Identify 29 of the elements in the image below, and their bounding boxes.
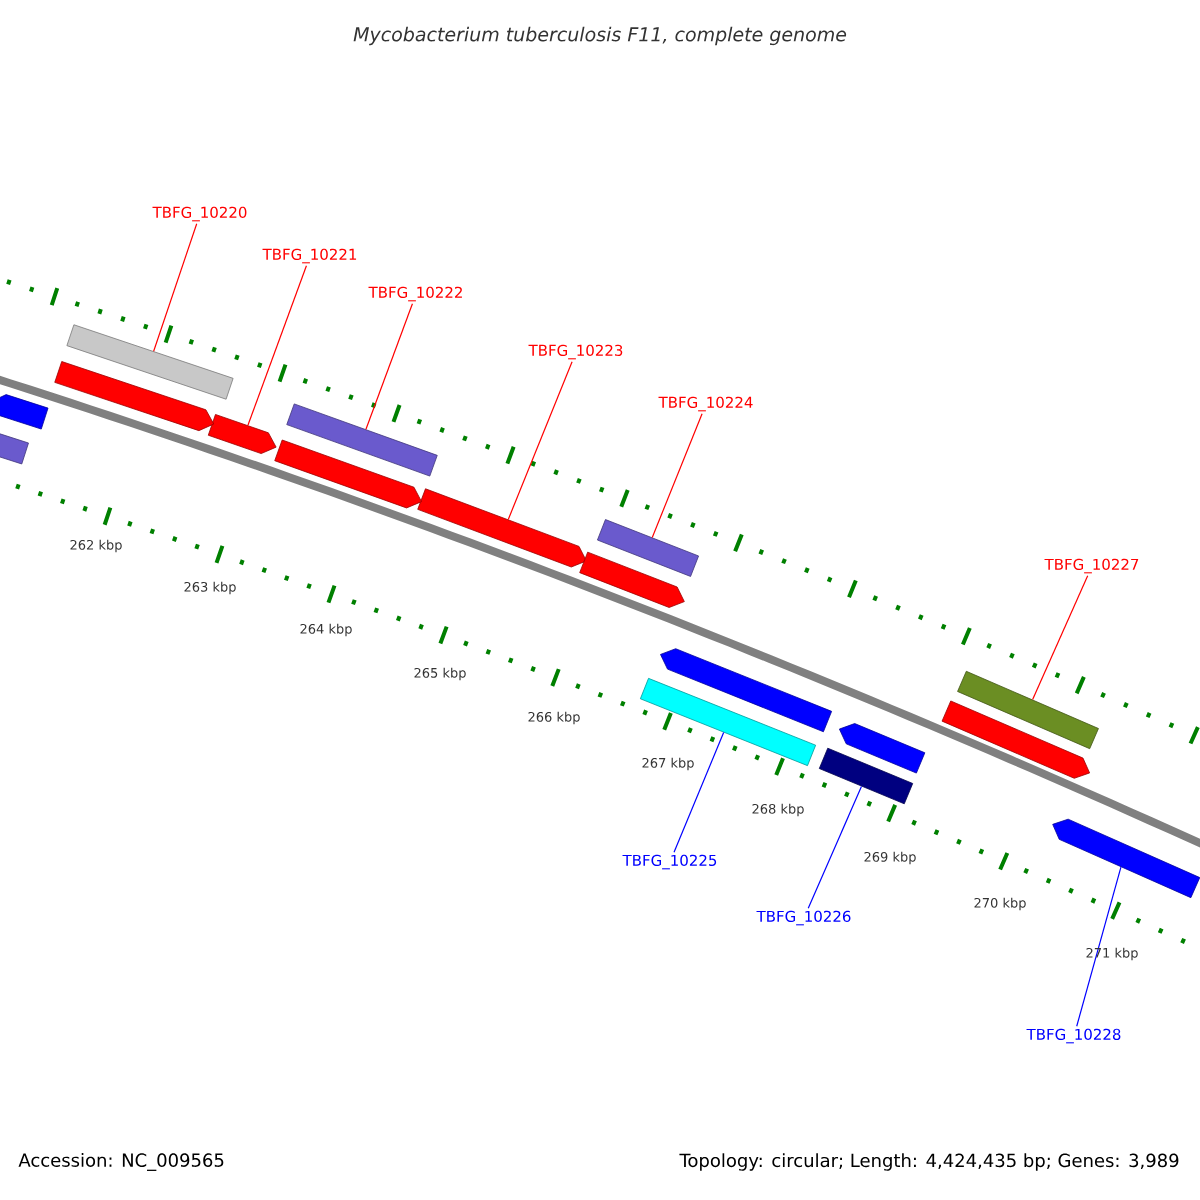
gene-bar [597, 519, 699, 577]
leader-line [365, 303, 413, 430]
leader-line [651, 413, 703, 538]
leader-line [807, 785, 863, 909]
gene-feature [207, 414, 277, 454]
title: Mycobacterium tuberculosis F11, complete genome [353, 26, 847, 46]
leader-line [507, 361, 573, 520]
gene-bar [286, 403, 438, 477]
gene-bar [639, 677, 817, 767]
gene-feature [274, 439, 422, 509]
footer-text: Accession: NC_009565 [18, 1153, 224, 1171]
gene-bar [66, 324, 234, 400]
gene-feature [839, 723, 926, 774]
gene-bar [818, 747, 914, 805]
leader-line [153, 223, 198, 352]
gene-feature [54, 361, 215, 432]
leader-line [1076, 866, 1122, 1027]
leader-line [247, 265, 308, 426]
gene-feature [660, 648, 833, 733]
gene-feature [417, 488, 587, 568]
leader-line [1032, 575, 1089, 701]
gene-bar [957, 670, 1099, 750]
leader-line [673, 731, 725, 853]
footer-text: Topology: circular; Length: 4,424,435 bp; Genes: 3,989 [679, 1153, 1179, 1171]
gene-bar [0, 431, 29, 465]
gene-feature [941, 700, 1090, 779]
gene-feature [0, 394, 49, 430]
gene-feature [1052, 818, 1200, 899]
gene-feature [579, 551, 685, 608]
